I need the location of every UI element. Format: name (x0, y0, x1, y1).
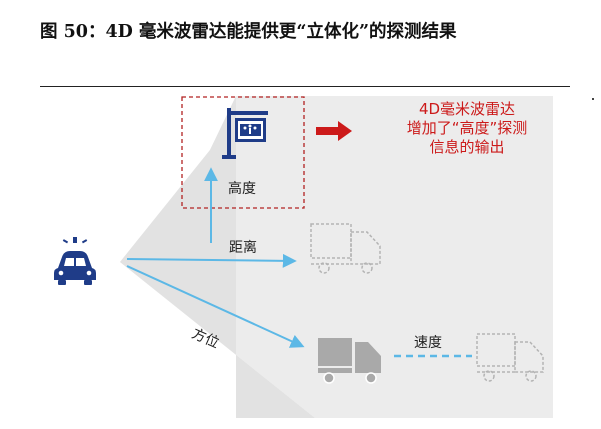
truck-outline-speed-icon (476, 333, 544, 382)
distance-arrow (126, 253, 297, 268)
arrow-right-icon (316, 121, 352, 141)
truck-solid-icon (318, 338, 381, 384)
truck-outline-icon (310, 223, 381, 274)
figure-title: 图 50：4D 毫米波雷达能提供更“立体化”的探测结果 (40, 22, 457, 42)
label-speed: 速度 (414, 335, 442, 351)
note-line-3: 信息的输出 (429, 138, 505, 156)
car-icon (54, 237, 96, 285)
title-divider (40, 86, 570, 87)
label-distance: 距离 (229, 240, 257, 256)
note-line-1: 4D毫米波雷达 (418, 100, 516, 118)
height-highlight-box (181, 96, 305, 209)
direction-arrow (126, 265, 305, 348)
radar-diagram (54, 96, 553, 418)
radar-field-shade (120, 96, 315, 418)
note-line-2: 增加了“高度”探测 (406, 119, 528, 137)
radar-note: 4D毫米波雷达 增加了“高度”探测 信息的输出 (373, 100, 561, 157)
label-height: 高度 (228, 181, 256, 197)
edge-mark (592, 98, 594, 100)
building-sign-icon (222, 108, 268, 159)
